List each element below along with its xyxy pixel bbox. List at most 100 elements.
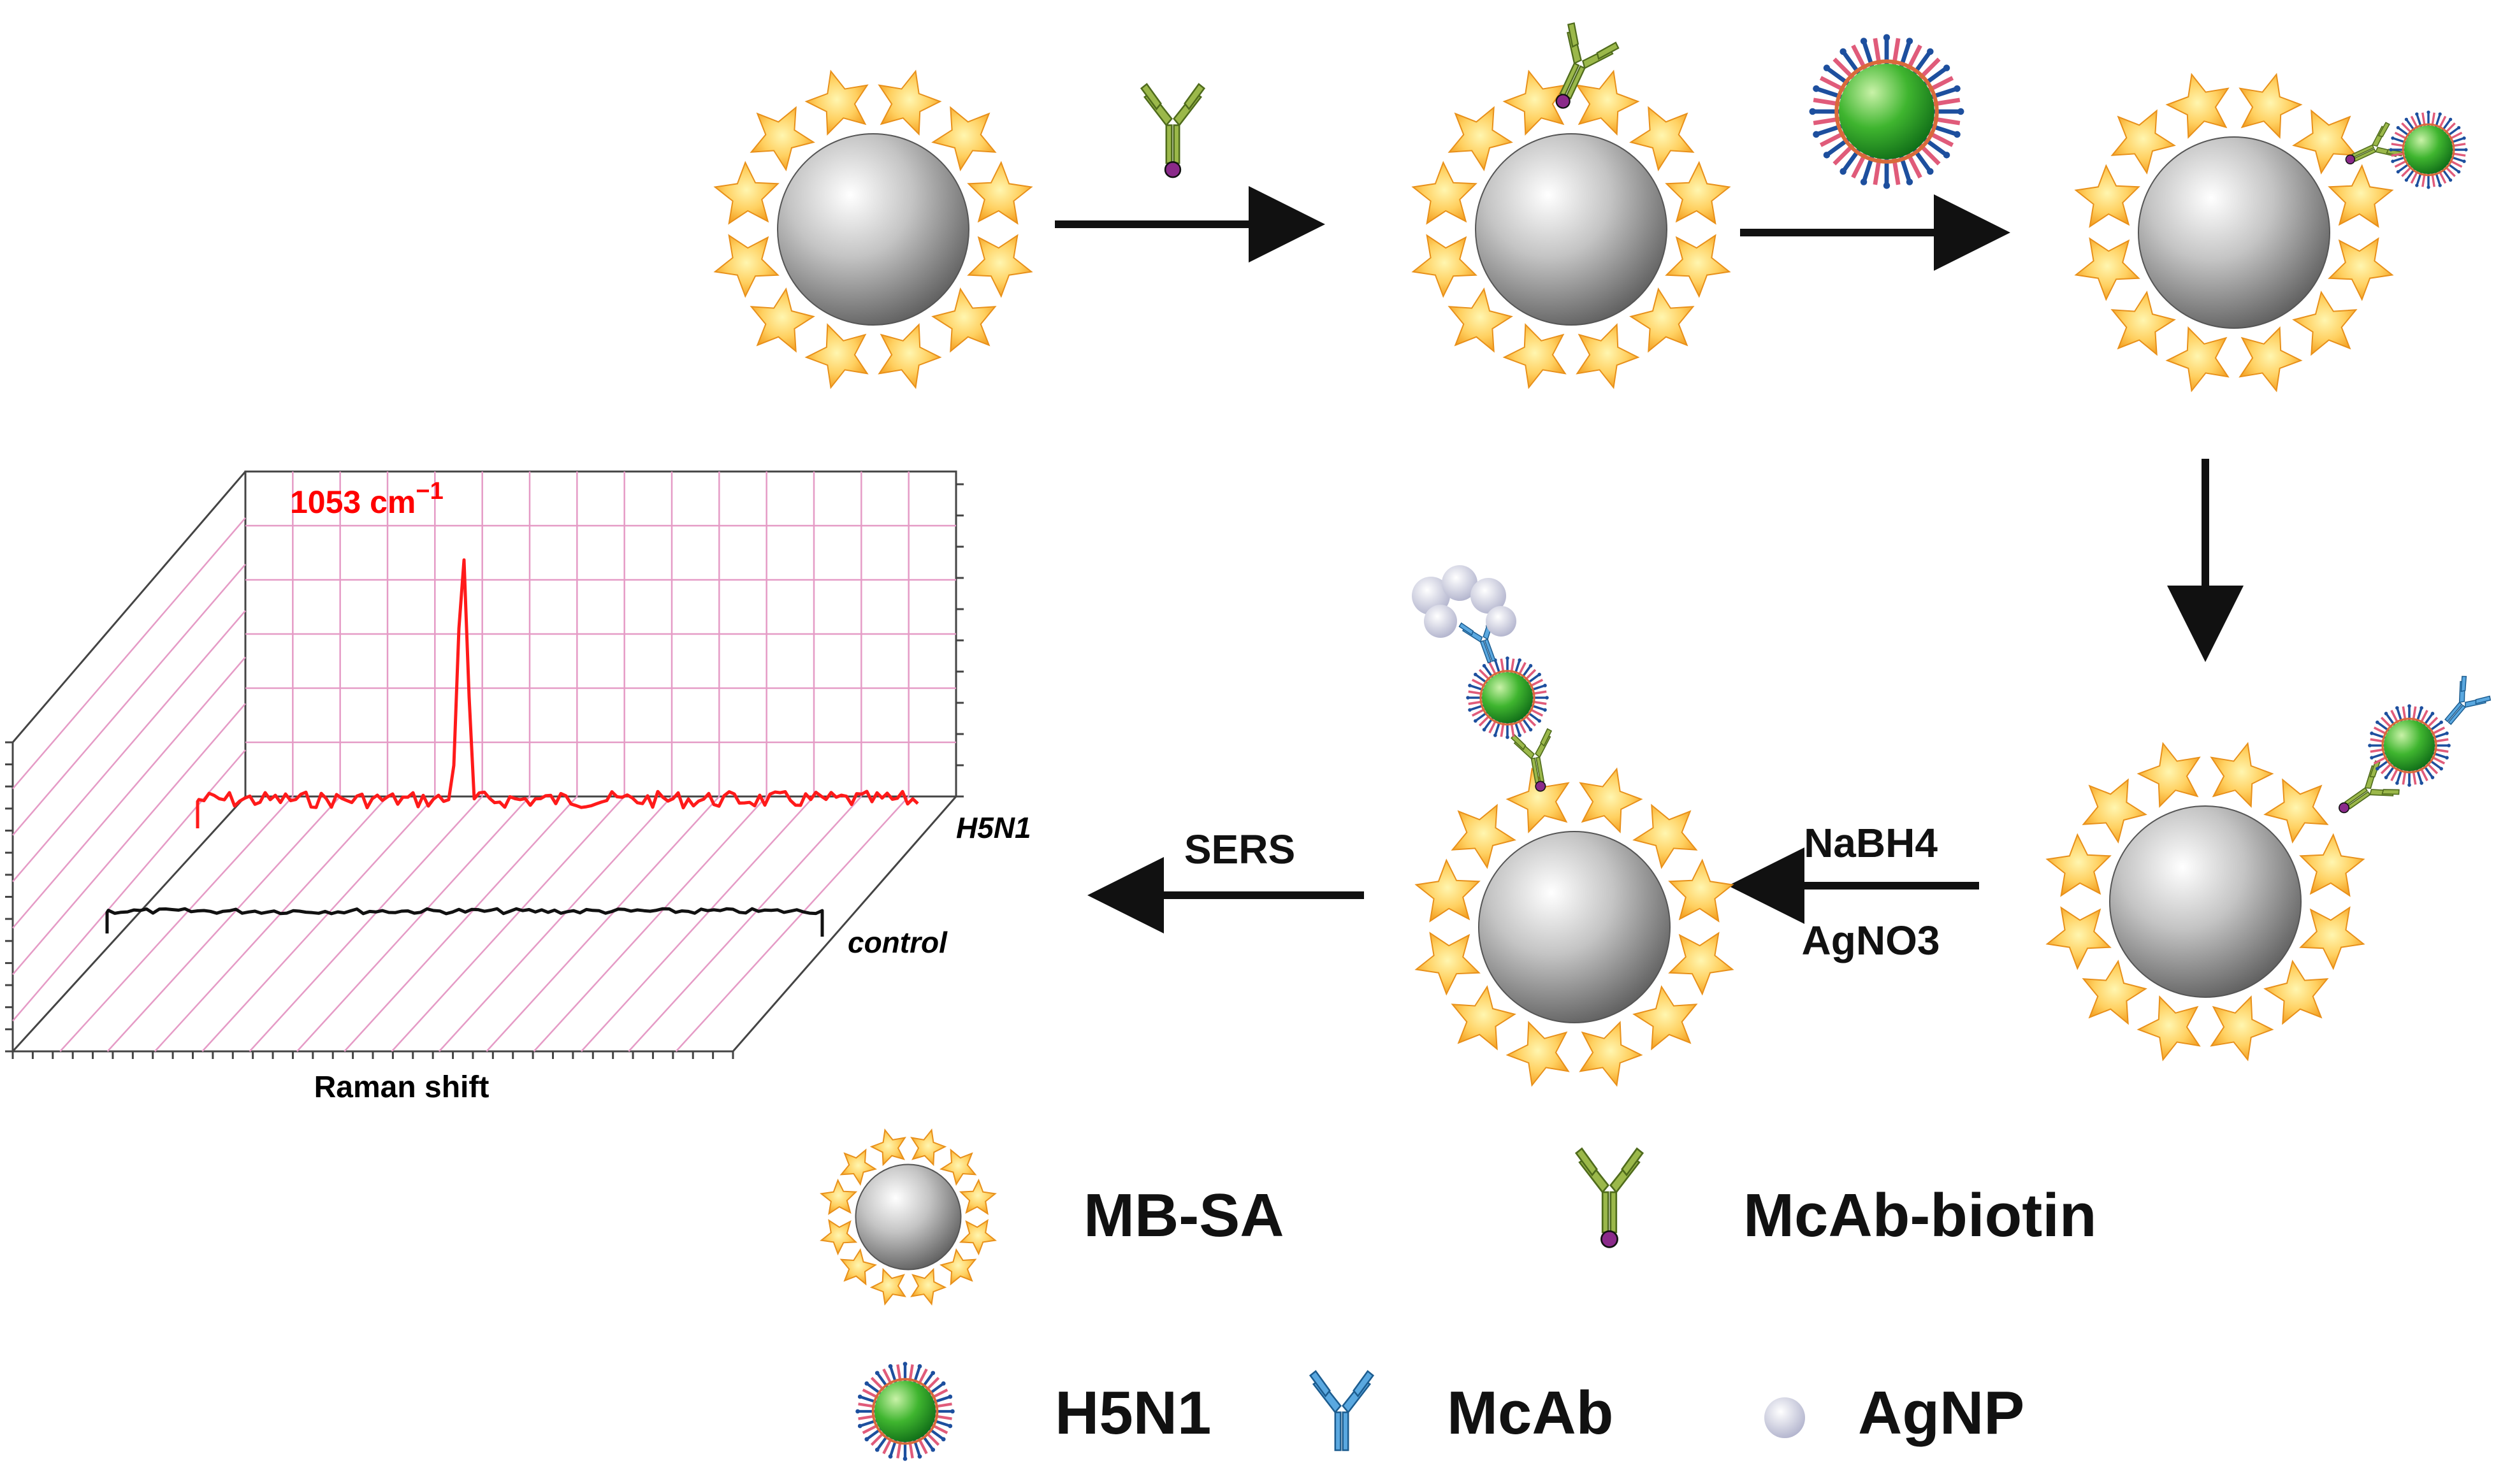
streptavidin-star-icon	[820, 1219, 858, 1256]
floor-grid	[59, 796, 910, 1052]
bound-virus-step4	[2368, 704, 2451, 787]
streptavidin-star-icon	[2045, 906, 2112, 970]
legend-label-h5n1: H5N1	[1055, 1379, 1211, 1447]
streptavidin-star-icon	[750, 287, 815, 353]
streptavidin-star-icon	[2238, 73, 2303, 139]
streptavidin-star-icon	[1451, 985, 1516, 1051]
legend-label-agnp: AgNP	[1858, 1379, 2024, 1447]
virus-core	[2384, 720, 2435, 771]
streptavidin-star-icon	[2137, 742, 2201, 808]
magnetic-bead	[855, 1163, 962, 1271]
axis-ticks	[5, 483, 964, 1059]
streptavidin-star-icon	[1579, 1021, 1643, 1087]
streptavidin-star-icon	[1579, 767, 1643, 833]
bead-step4-with-mcab	[2045, 742, 2365, 1062]
bead-step2-with-antibody	[1411, 69, 1731, 389]
virus-core	[874, 1381, 936, 1442]
streptavidin-star-icon	[1665, 234, 1731, 298]
streptavidin-star-icon	[2263, 778, 2329, 844]
streptavidin-star-icon	[2299, 906, 2365, 970]
streptavidin-star-icon	[931, 106, 997, 171]
streptavidin-star-icon	[839, 1148, 877, 1186]
streptavidin-star-icon	[2082, 960, 2147, 1025]
legend-mcab-icon	[1309, 1370, 1375, 1452]
peak-label-exponent: −1	[416, 478, 443, 505]
streptavidin-star-icon	[2074, 237, 2140, 301]
magnetic-bead	[2109, 805, 2302, 998]
streptavidin-star-icon	[1632, 803, 1698, 869]
streptavidin-star-icon	[2165, 73, 2230, 139]
streptavidin-star-icon	[2210, 995, 2274, 1062]
antibody-biotin-reagent-icon	[1140, 83, 1206, 178]
biotin-dot	[1535, 781, 1546, 792]
streptavidin-star-icon	[940, 1148, 977, 1186]
biotin-dot	[1600, 1230, 1618, 1248]
streptavidin-star-icon	[1506, 1021, 1570, 1087]
beads-layer	[713, 69, 2394, 1306]
streptavidin-star-icon	[878, 69, 942, 136]
chart-edge-left-top	[11, 471, 247, 743]
series-h5n1-trace	[196, 558, 919, 828]
streptavidin-star-icon	[2082, 778, 2147, 844]
streptavidin-star-icon	[1502, 323, 1567, 389]
bead-step5-with-agnp	[1414, 767, 1734, 1087]
series-label-control: control	[848, 926, 948, 959]
streptavidin-star-icon	[839, 1248, 877, 1286]
magnetic-bead	[1478, 831, 1671, 1023]
peak-label: 1053 cm−1	[290, 478, 444, 520]
streptavidin-star-icon	[1576, 69, 1640, 136]
streptavidin-star-icon	[2110, 109, 2176, 175]
magnetic-bead	[2138, 136, 2330, 329]
left-wall-grid	[12, 517, 246, 1021]
streptavidin-star-icon	[878, 323, 942, 389]
agnp-particle	[1486, 606, 1516, 637]
bead-step1-mbsa	[713, 69, 1033, 389]
streptavidin-star-icon	[1632, 985, 1698, 1051]
agnp-particle	[1442, 565, 1477, 601]
back-wall-grid	[245, 472, 956, 796]
streptavidin-star-icon	[2299, 833, 2365, 897]
bound-antibody-step3	[2345, 122, 2404, 164]
streptavidin-star-icon	[750, 106, 815, 171]
streptavidin-star-icon	[804, 69, 869, 136]
bound-antibody-step4	[2339, 760, 2400, 814]
peak-label-value: 1053 cm	[290, 484, 416, 520]
streptavidin-star-icon	[869, 1128, 906, 1167]
series-control-trace	[105, 907, 824, 937]
streptavidin-star-icon	[2074, 164, 2140, 228]
streptavidin-star-icon	[1506, 767, 1570, 833]
streptavidin-star-icon	[2137, 995, 2201, 1062]
streptavidin-star-icon	[713, 234, 780, 298]
streptavidin-star-icon	[1629, 287, 1695, 353]
biotin-dot	[2345, 154, 2356, 164]
attachments-layer	[855, 22, 2492, 1461]
streptavidin-star-icon	[1668, 932, 1734, 996]
streptavidin-star-icon	[2328, 164, 2394, 228]
virus-core	[2404, 126, 2453, 174]
streptavidin-star-icon	[1629, 106, 1695, 171]
x-axis-label: Raman shift	[314, 1070, 490, 1104]
series-label-h5n1: H5N1	[956, 811, 1031, 844]
streptavidin-star-icon	[959, 1219, 997, 1256]
agnp-particle	[1470, 578, 1506, 614]
streptavidin-star-icon	[2210, 742, 2274, 808]
biotin-dot	[1555, 94, 1571, 109]
biotin-dot	[1164, 161, 1182, 178]
biotin-dot	[2339, 802, 2350, 814]
streptavidin-star-icon	[2292, 109, 2358, 175]
streptavidin-star-icon	[1411, 161, 1477, 225]
streptavidin-star-icon	[804, 323, 869, 389]
legend-agnp-icon	[1764, 1397, 1805, 1438]
streptavidin-star-icon	[940, 1248, 977, 1286]
streptavidin-star-icon	[2045, 833, 2112, 897]
streptavidin-star-icon	[2292, 291, 2358, 356]
streptavidin-star-icon	[2238, 326, 2303, 393]
bound-virus-step5	[1466, 656, 1549, 739]
legend-label-mbsa: MB-SA	[1084, 1181, 1284, 1250]
bound-virus-step3	[2389, 110, 2468, 189]
streptavidin-star-icon	[1502, 69, 1567, 136]
streptavidin-star-icon	[869, 1267, 906, 1306]
legend-label-mcab-biotin: McAb-biotin	[1743, 1181, 2097, 1250]
agnp-particle	[1424, 605, 1457, 638]
